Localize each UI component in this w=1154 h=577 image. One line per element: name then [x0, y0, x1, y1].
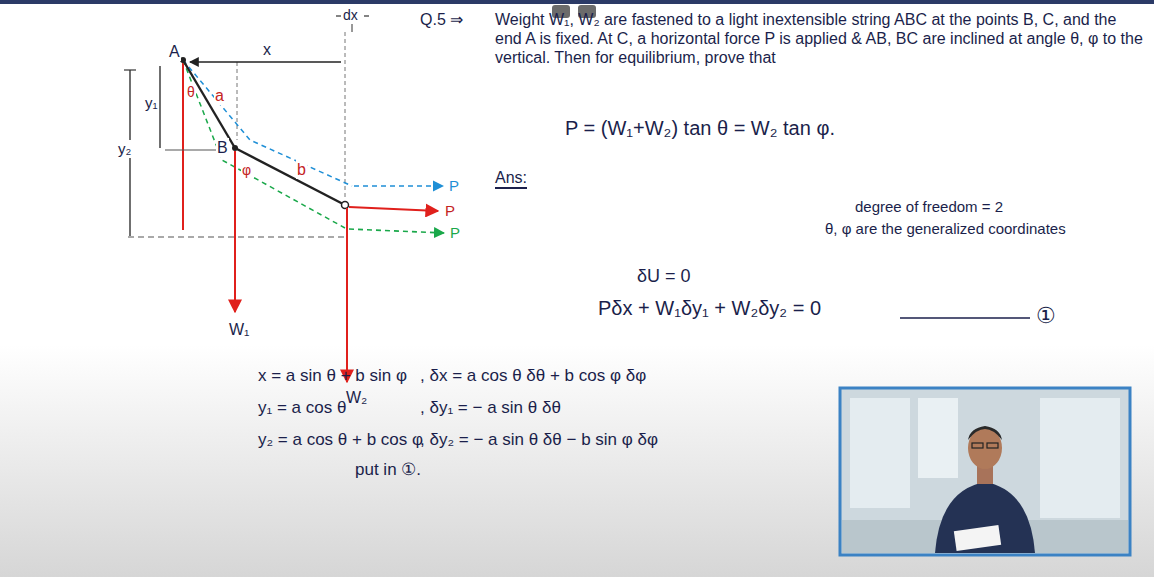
- level-line: [128, 236, 345, 237]
- dash-mark: [336, 15, 341, 16]
- webcam-inset: [840, 388, 1130, 555]
- dimension-line: [159, 66, 160, 148]
- point-label: B: [216, 138, 229, 157]
- tick: [352, 24, 353, 32]
- weight-arrow: [234, 151, 236, 312]
- result-equation: P = (W₁+W₂) tan θ = W₂ tan φ.: [565, 116, 835, 140]
- string-bc: [235, 148, 345, 205]
- force-label: P: [449, 177, 459, 195]
- equation: , δx = a cos θ δθ + b cos φ δφ: [420, 366, 646, 386]
- board-shade: [0, 345, 1154, 577]
- note-text: θ, φ are the generalized coordinates: [825, 220, 1066, 238]
- force-arrow: [349, 229, 444, 233]
- dash-mark: [364, 15, 369, 16]
- vertical-dash: [237, 62, 238, 140]
- top-bar: [0, 0, 1154, 4]
- displaced-string: [183, 60, 345, 228]
- length-label: a: [214, 86, 225, 105]
- tick: [124, 69, 136, 70]
- length-label: b: [296, 160, 307, 179]
- equation-mark: [900, 317, 1030, 319]
- equation: , δy₁ = − a sin θ δθ: [420, 398, 561, 418]
- dimension-arrow: [190, 61, 341, 62]
- force-label: P: [450, 224, 460, 242]
- point: [180, 57, 186, 63]
- equation: Pδx + W₁δy₁ + W₂δy₂ = 0: [598, 296, 821, 320]
- angle-label: φ: [241, 162, 252, 179]
- equation: , δy₂ = − a sin θ δθ − b sin φ δφ: [420, 430, 658, 450]
- force-arrow: [354, 185, 443, 187]
- dimension-label: x: [262, 40, 272, 59]
- dimension-label: dx: [343, 7, 358, 24]
- equation: δU = 0: [637, 266, 691, 288]
- equation: y₂ = a cos θ + b cos φ: [258, 430, 423, 450]
- string-ab: [183, 60, 235, 148]
- force-label: W₂: [346, 388, 367, 407]
- equation-number: ①: [1036, 303, 1056, 329]
- dimension-label: y₁: [144, 94, 159, 112]
- problem-text: Weight W₁, W₂ are fastened to a light in…: [495, 10, 1147, 68]
- point: [342, 202, 349, 209]
- weight-arrow: [346, 208, 348, 382]
- point: [232, 145, 238, 151]
- point-label: A: [168, 42, 181, 61]
- dimension-label: y₂: [117, 140, 132, 158]
- force-arrow: [349, 207, 438, 211]
- answer-heading: Ans:: [495, 168, 527, 189]
- angle-label: θ: [186, 84, 196, 101]
- equation: y₁ = a cos θ: [258, 398, 346, 418]
- note-text: put in ①.: [355, 460, 421, 480]
- force-label: W₁: [229, 320, 250, 339]
- vertical-line: [182, 62, 184, 230]
- equation: x = a sin θ + b sin φ: [258, 366, 407, 386]
- force-label: P: [445, 202, 455, 220]
- note-text: degree of freedom = 2: [855, 198, 1003, 216]
- question-number: Q.5 ⇒: [420, 10, 463, 29]
- vertical-dash: [345, 32, 346, 198]
